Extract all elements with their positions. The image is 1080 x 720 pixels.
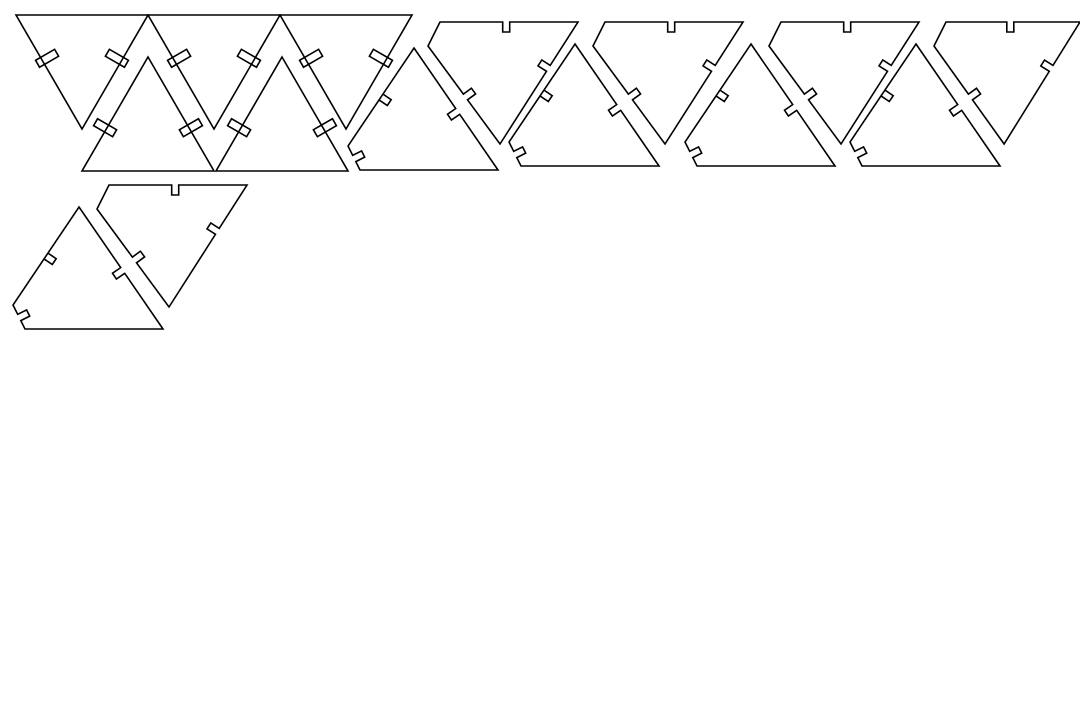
- notched-trapezoid-6: [427, 21, 580, 146]
- tab-slot-icon: [92, 117, 118, 138]
- notched-trapezoid-8: [768, 21, 921, 146]
- tab-slot-icon: [178, 117, 204, 138]
- notched-trapezoid-9: [933, 21, 1080, 146]
- edge-notch-icon: [715, 89, 730, 103]
- tabbed-triangle-5: [214, 55, 350, 172]
- notched-trapezoid-10: [96, 184, 249, 309]
- tab-slot-icon: [226, 117, 252, 138]
- tab-slot-icon: [166, 48, 192, 69]
- edge-notch-icon: [539, 89, 554, 103]
- tabbed-triangle-3: [278, 14, 414, 131]
- notched-trapezoid-7: [592, 21, 745, 146]
- tab-slot-icon: [34, 48, 60, 69]
- notched-trapezoid-14: [849, 42, 1002, 167]
- notched-trapezoid-13: [684, 42, 837, 167]
- tab-slot-icon: [312, 117, 338, 138]
- tab-slot-icon: [368, 48, 394, 69]
- tabbed-triangle-4: [80, 55, 216, 172]
- tab-slot-icon: [298, 48, 324, 69]
- notched-trapezoid-12: [508, 42, 661, 167]
- edge-notch-icon: [880, 89, 895, 103]
- tabbed-triangle-2: [146, 14, 282, 131]
- tab-slot-icon: [104, 48, 130, 69]
- tab-slot-icon: [236, 48, 262, 69]
- notched-trapezoid-15: [12, 205, 165, 330]
- pieces-layer: [12, 14, 1080, 330]
- edge-notch-icon: [43, 252, 58, 266]
- notched-trapezoid-11: [347, 46, 500, 171]
- edge-notch-icon: [378, 93, 393, 107]
- tabbed-triangle-1: [14, 14, 150, 131]
